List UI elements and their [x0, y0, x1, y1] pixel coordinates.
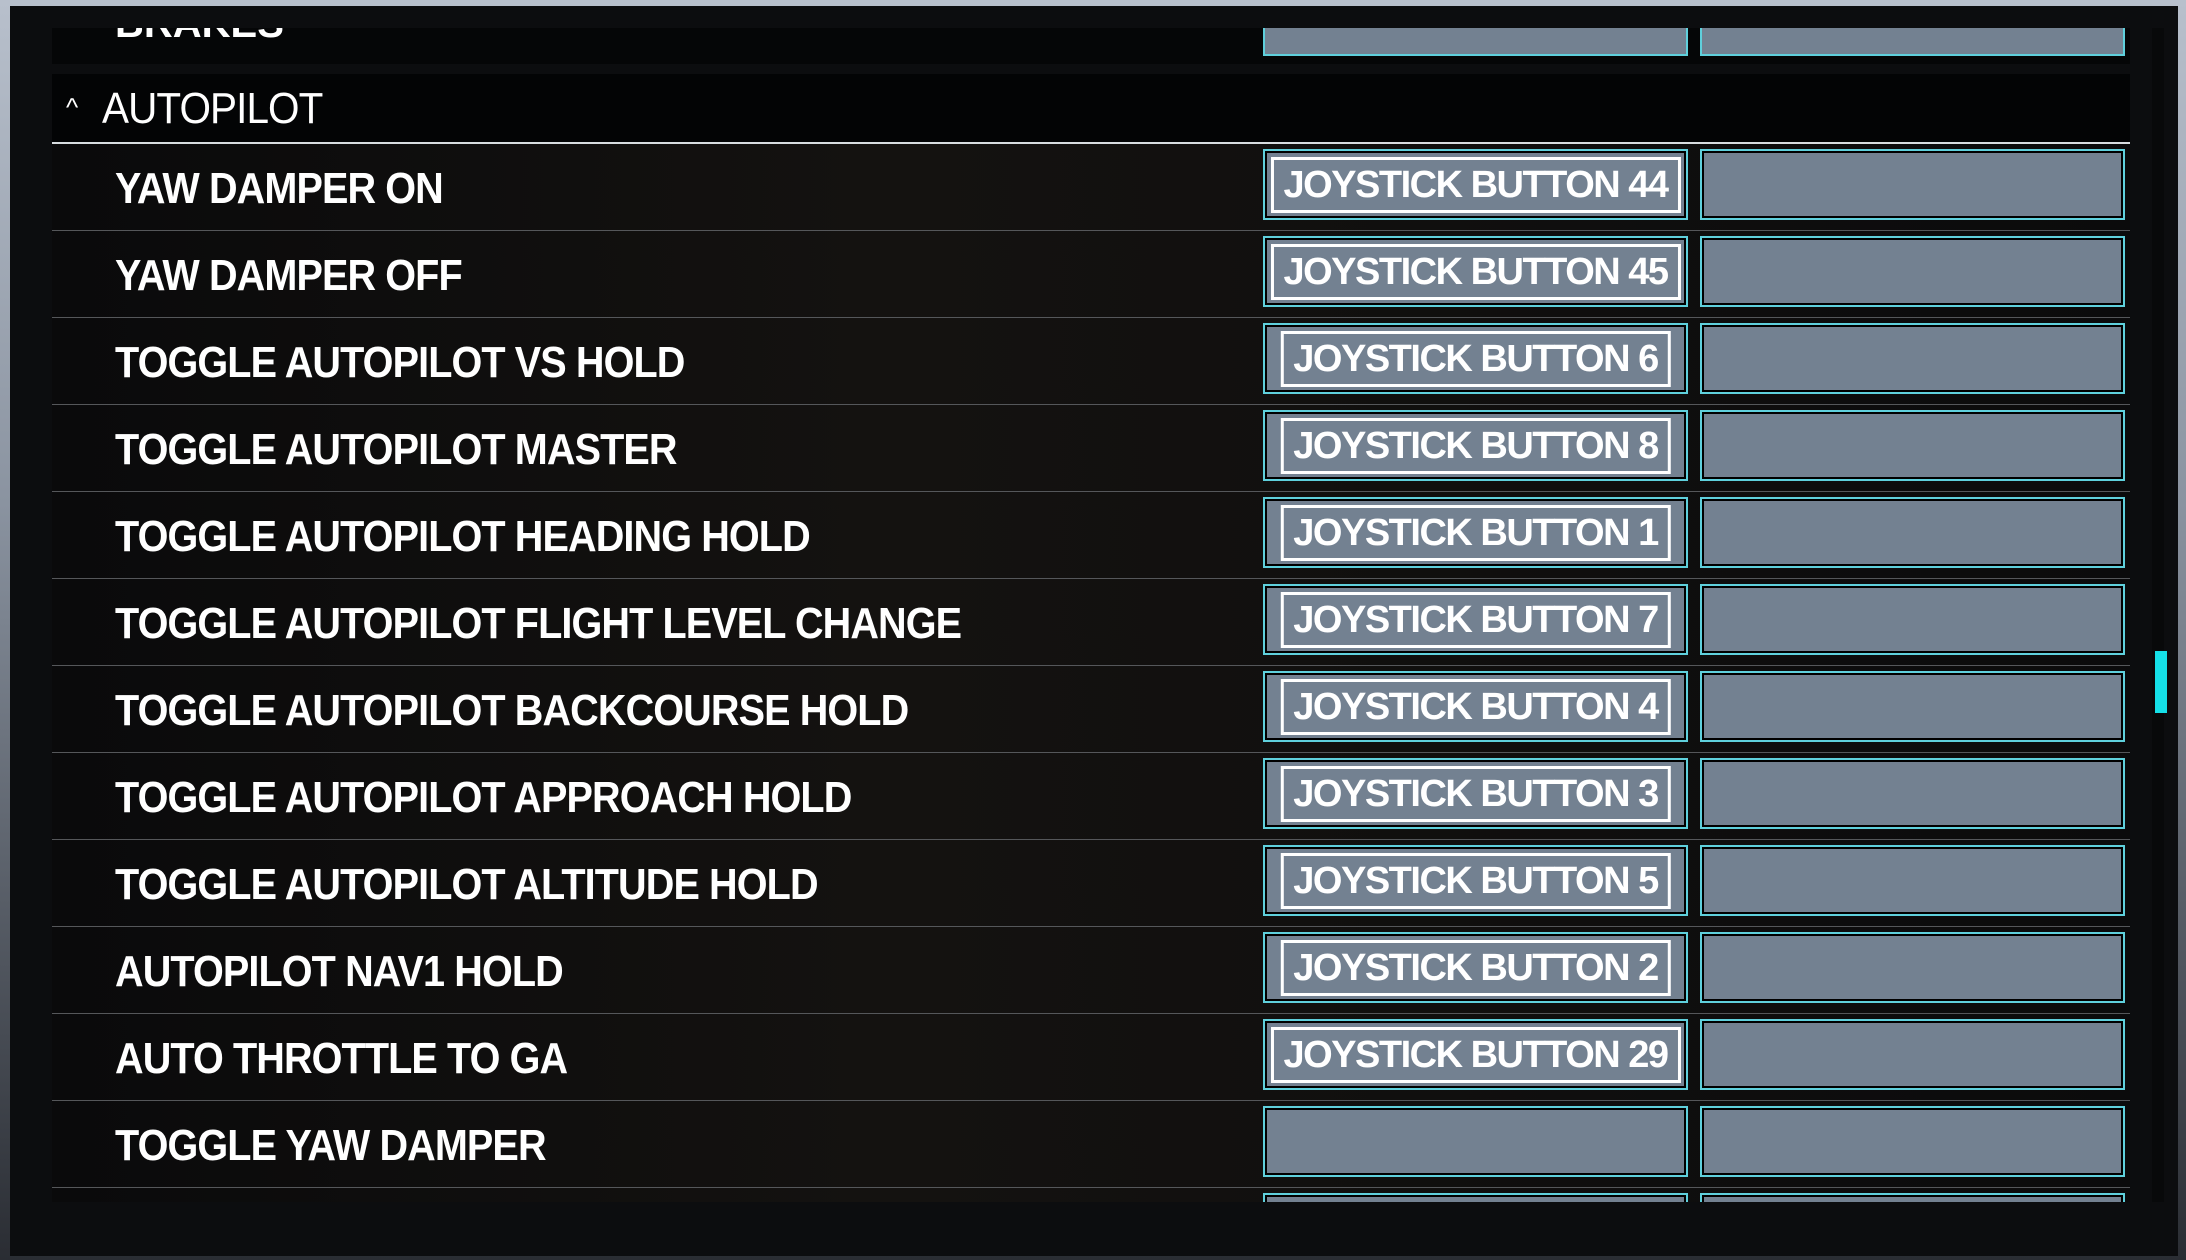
secondary-binding-cell[interactable]	[1700, 28, 2125, 56]
table-row-partial[interactable]	[52, 1188, 2130, 1202]
primary-binding-cell[interactable]: JOYSTICK BUTTON 1	[1263, 497, 1688, 568]
primary-binding-label: JOYSTICK BUTTON 29	[1270, 1026, 1681, 1083]
action-label: YAW DAMPER ON	[115, 164, 444, 213]
secondary-binding-cell[interactable]	[1700, 410, 2125, 481]
table-row[interactable]: YAW DAMPER OFF JOYSTICK BUTTON 45	[52, 231, 2130, 318]
table-row[interactable]: YAW DAMPER ON JOYSTICK BUTTON 44	[52, 144, 2130, 231]
primary-binding-label: JOYSTICK BUTTON 45	[1270, 243, 1681, 300]
secondary-binding-cell[interactable]	[1700, 845, 2125, 916]
action-label: TOGGLE AUTOPILOT MASTER	[115, 425, 677, 474]
table-row[interactable]: AUTOPILOT NAV1 HOLD JOYSTICK BUTTON 2	[52, 927, 2130, 1014]
section-row-brakes[interactable]: BRAKES	[52, 28, 2130, 64]
action-label: TOGGLE AUTOPILOT APPROACH HOLD	[115, 773, 852, 822]
primary-binding-label: JOYSTICK BUTTON 4	[1280, 678, 1671, 735]
primary-binding-label: JOYSTICK BUTTON 2	[1280, 939, 1671, 996]
action-label: TOGGLE AUTOPILOT FLIGHT LEVEL CHANGE	[115, 599, 962, 648]
secondary-binding-cell[interactable]	[1700, 758, 2125, 829]
action-label: AUTOPILOT NAV1 HOLD	[115, 947, 564, 996]
section-title: AUTOPILOT	[102, 84, 323, 133]
action-label: YAW DAMPER OFF	[115, 251, 463, 300]
action-label: TOGGLE YAW DAMPER	[115, 1121, 547, 1170]
section-header-autopilot[interactable]: ^ AUTOPILOT	[52, 74, 2130, 144]
action-label: TOGGLE AUTOPILOT VS HOLD	[115, 338, 685, 387]
primary-binding-cell[interactable]: JOYSTICK BUTTON 3	[1263, 758, 1688, 829]
table-row[interactable]: TOGGLE AUTOPILOT BACKCOURSE HOLD JOYSTICK…	[52, 666, 2130, 753]
action-label: TOGGLE AUTOPILOT HEADING HOLD	[115, 512, 811, 561]
secondary-binding-cell[interactable]	[1700, 584, 2125, 655]
secondary-binding-cell[interactable]	[1700, 1106, 2125, 1177]
primary-binding-label: JOYSTICK BUTTON 6	[1280, 330, 1671, 387]
table-row[interactable]: TOGGLE AUTOPILOT HEADING HOLD JOYSTICK BU…	[52, 492, 2130, 579]
table-row[interactable]: AUTO THROTTLE TO GA JOYSTICK BUTTON 29	[52, 1014, 2130, 1101]
primary-binding-cell[interactable]: JOYSTICK BUTTON 4	[1263, 671, 1688, 742]
primary-binding-cell[interactable]: JOYSTICK BUTTON 45	[1263, 236, 1688, 307]
secondary-binding-cell[interactable]	[1700, 236, 2125, 307]
secondary-binding-cell[interactable]	[1700, 932, 2125, 1003]
action-label: AUTO THROTTLE TO GA	[115, 1034, 568, 1083]
primary-binding-label: JOYSTICK BUTTON 3	[1280, 765, 1671, 822]
primary-binding-label: JOYSTICK BUTTON 5	[1280, 852, 1671, 909]
chevron-up-icon: ^	[66, 92, 79, 122]
scrollbar-thumb[interactable]	[2155, 651, 2167, 713]
table-row[interactable]: TOGGLE YAW DAMPER	[52, 1101, 2130, 1188]
table-row[interactable]: TOGGLE AUTOPILOT FLIGHT LEVEL CHANGE JOYS…	[52, 579, 2130, 666]
primary-binding-cell[interactable]	[1263, 28, 1688, 56]
secondary-binding-cell[interactable]	[1700, 149, 2125, 220]
secondary-binding-cell[interactable]	[1700, 323, 2125, 394]
scrollbar-track[interactable]	[2152, 28, 2164, 1202]
bindings-list: BRAKES ^ AUTOPILOT YAW DAMPER ON JOYSTICK…	[52, 28, 2130, 1202]
action-label: TOGGLE AUTOPILOT ALTITUDE HOLD	[115, 860, 819, 909]
primary-binding-cell[interactable]: JOYSTICK BUTTON 2	[1263, 932, 1688, 1003]
primary-binding-cell[interactable]	[1263, 1106, 1688, 1177]
table-row[interactable]: TOGGLE AUTOPILOT ALTITUDE HOLD JOYSTICK B…	[52, 840, 2130, 927]
secondary-binding-cell[interactable]	[1700, 671, 2125, 742]
primary-binding-cell[interactable]: JOYSTICK BUTTON 6	[1263, 323, 1688, 394]
primary-binding-label: JOYSTICK BUTTON 44	[1270, 156, 1681, 213]
primary-binding-label: JOYSTICK BUTTON 8	[1280, 417, 1671, 474]
primary-binding-cell[interactable]: JOYSTICK BUTTON 29	[1263, 1019, 1688, 1090]
primary-binding-cell[interactable]: JOYSTICK BUTTON 5	[1263, 845, 1688, 916]
primary-binding-label: JOYSTICK BUTTON 1	[1280, 504, 1671, 561]
primary-binding-cell[interactable]	[1263, 1193, 1688, 1202]
secondary-binding-cell[interactable]	[1700, 1019, 2125, 1090]
primary-binding-cell[interactable]: JOYSTICK BUTTON 44	[1263, 149, 1688, 220]
table-row[interactable]: TOGGLE AUTOPILOT MASTER JOYSTICK BUTTON 8	[52, 405, 2130, 492]
section-title-brakes: BRAKES	[115, 28, 284, 47]
primary-binding-label: JOYSTICK BUTTON 7	[1280, 591, 1671, 648]
controls-panel: BRAKES ^ AUTOPILOT YAW DAMPER ON JOYSTICK…	[10, 6, 2178, 1256]
table-row[interactable]: TOGGLE AUTOPILOT VS HOLD JOYSTICK BUTTON …	[52, 318, 2130, 405]
action-label: TOGGLE AUTOPILOT BACKCOURSE HOLD	[115, 686, 909, 735]
secondary-binding-cell[interactable]	[1700, 497, 2125, 568]
secondary-binding-cell[interactable]	[1700, 1193, 2125, 1202]
table-row[interactable]: TOGGLE AUTOPILOT APPROACH HOLD JOYSTICK B…	[52, 753, 2130, 840]
primary-binding-cell[interactable]: JOYSTICK BUTTON 8	[1263, 410, 1688, 481]
primary-binding-cell[interactable]: JOYSTICK BUTTON 7	[1263, 584, 1688, 655]
